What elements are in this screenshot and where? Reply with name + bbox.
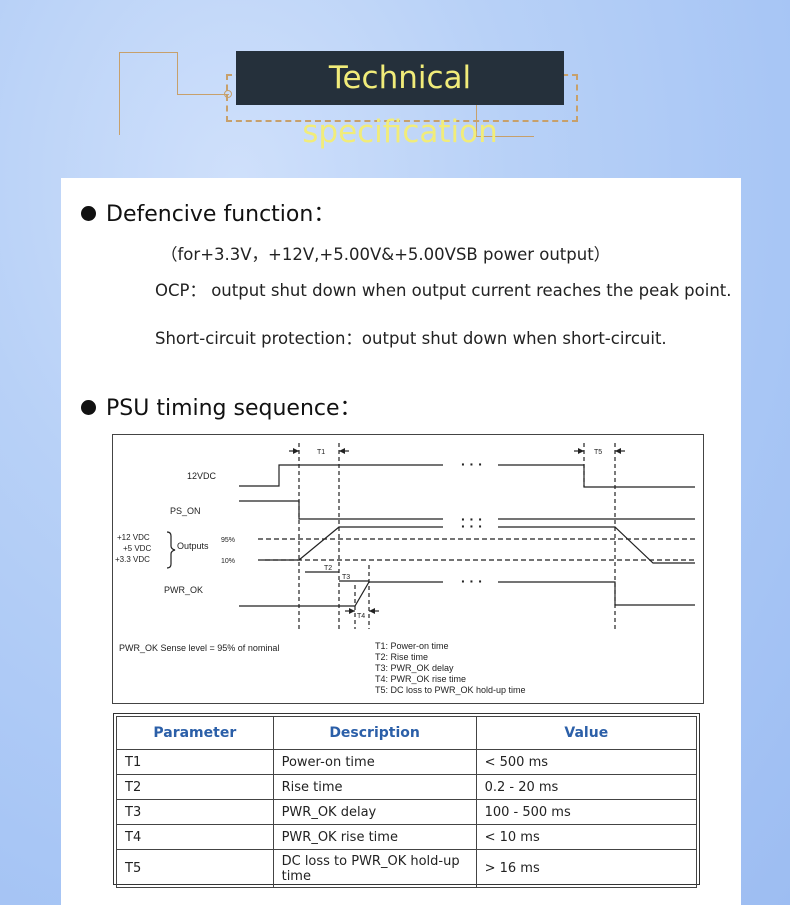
- table-row: T2 Rise time 0.2 - 20 ms: [116, 774, 698, 800]
- cell-value: < 500 ms: [475, 749, 698, 775]
- cell-description: PWR_OK delay: [272, 799, 477, 825]
- level-95-label: 95%: [221, 537, 235, 544]
- waveform-pwrok-left: [239, 581, 443, 607]
- rail-12v: +12 VDC: [117, 533, 150, 542]
- rail-3v3: +3.3 VDC: [115, 555, 150, 564]
- marker-t2: T2: [324, 565, 332, 572]
- table-row: T3 PWR_OK delay 100 - 500 ms: [116, 799, 698, 825]
- arrowhead-t1-r: [339, 448, 345, 454]
- waveform-12vdc-right: [498, 464, 695, 488]
- cell-description: PWR_OK rise time: [272, 824, 477, 850]
- cell-parameter: T1: [116, 749, 274, 775]
- arrowhead-t1-l: [293, 448, 299, 454]
- timing-heading: PSU timing sequence：: [81, 390, 362, 422]
- label-12vdc: 12VDC: [187, 471, 217, 481]
- cell-value: 0.2 - 20 ms: [475, 774, 698, 800]
- decor-line-connector: [177, 94, 229, 95]
- waveform-12vdc-left: [239, 464, 443, 487]
- header-value: Value: [475, 716, 698, 750]
- decor-line-bottom-right: [476, 136, 534, 137]
- label-pwr-ok: PWR_OK: [164, 585, 203, 595]
- table-row: T5 DC loss to PWR_OK hold-up time > 16 m…: [116, 849, 698, 888]
- header-parameter: Parameter: [116, 716, 274, 750]
- legend-t2: T2: Rise time: [375, 652, 428, 662]
- arrowhead-t4-l: [349, 608, 355, 614]
- waveform-outputs-left: [258, 526, 443, 561]
- label-ps-on: PS_ON: [170, 506, 201, 516]
- ellipsis-outputs: · · ·: [461, 518, 483, 534]
- defensive-heading-text: Defencive function：: [106, 202, 336, 227]
- rail-5v: +5 VDC: [123, 544, 151, 553]
- marker-t3: T3: [342, 574, 350, 581]
- defensive-scope: （for+3.3V，+12V,+5.00V&+5.00VSB power out…: [161, 245, 611, 264]
- arrowhead-t5-r: [615, 448, 621, 454]
- arrowhead-t5-l: [578, 448, 584, 454]
- cell-value: < 10 ms: [475, 824, 698, 850]
- short-circuit-text: Short-circuit protection：output shut dow…: [155, 329, 667, 348]
- cell-parameter: T2: [116, 774, 274, 800]
- timing-heading-text: PSU timing sequence：: [106, 396, 362, 421]
- decor-line-right-vertical: [476, 104, 477, 136]
- arrowhead-t4-r: [369, 608, 375, 614]
- decor-line-elbow: [177, 52, 178, 94]
- timing-table-frame: Parameter Description Value T1 Power-on …: [113, 713, 700, 888]
- cell-parameter: T5: [116, 849, 274, 888]
- waveform-pson-left: [239, 500, 443, 520]
- defensive-function-heading: Defencive function：: [81, 196, 335, 228]
- page-title-banner: Technical specification: [236, 51, 564, 150]
- cell-description: Power-on time: [272, 749, 477, 775]
- decor-line-top-left: [119, 52, 177, 53]
- ellipsis-pson: · · ·: [461, 511, 483, 527]
- ellipsis-pwrok: · · ·: [461, 573, 483, 589]
- spec-card: Defencive function： （for+3.3V，+12V,+5.00…: [61, 178, 741, 905]
- legend-t5: T5: DC loss to PWR_OK hold-up time: [375, 685, 526, 695]
- cell-parameter: T3: [116, 799, 274, 825]
- ellipsis-12vdc: · · ·: [461, 456, 483, 472]
- outputs-brace: [166, 531, 176, 569]
- label-outputs: Outputs: [177, 541, 209, 551]
- legend-t3: T3: PWR_OK delay: [375, 663, 454, 673]
- header-description: Description: [272, 716, 477, 750]
- timing-diagram: 12VDC PS_ON Outputs PWR_OK +12 VDC +5 VD…: [112, 434, 704, 704]
- bullet-dot-icon: [81, 205, 96, 221]
- bullet-dot-icon: [81, 399, 96, 415]
- level-10-label: 10%: [221, 558, 235, 565]
- waveform-outputs-right: [498, 526, 695, 564]
- table-row: T4 PWR_OK rise time < 10 ms: [116, 824, 698, 850]
- page-title: Technical specification: [236, 51, 564, 150]
- marker-t4: T4: [357, 613, 365, 620]
- decor-line-left-vertical: [119, 52, 120, 135]
- decor-dot: [224, 90, 232, 98]
- table-header-row: Parameter Description Value: [116, 716, 698, 750]
- legend-t4: T4: PWR_OK rise time: [375, 674, 466, 684]
- table-row: T1 Power-on time < 500 ms: [116, 749, 698, 775]
- cell-value: 100 - 500 ms: [475, 799, 698, 825]
- marker-t1: T1: [317, 449, 325, 456]
- cell-description: DC loss to PWR_OK hold-up time: [272, 849, 477, 888]
- cell-value: > 16 ms: [475, 849, 698, 888]
- cell-parameter: T4: [116, 824, 274, 850]
- cell-description: Rise time: [272, 774, 477, 800]
- ocp-text: OCP： output shut down when output curren…: [155, 281, 732, 300]
- sense-note: PWR_OK Sense level = 95% of nominal: [119, 643, 279, 653]
- waveform-pwrok-right: [498, 581, 695, 606]
- timing-diagram-svg: 12VDC PS_ON Outputs PWR_OK +12 VDC +5 VD…: [115, 443, 695, 695]
- legend-t1: T1: Power-on time: [375, 641, 449, 651]
- timing-table: Parameter Description Value T1 Power-on …: [116, 716, 698, 888]
- marker-t5: T5: [594, 449, 602, 456]
